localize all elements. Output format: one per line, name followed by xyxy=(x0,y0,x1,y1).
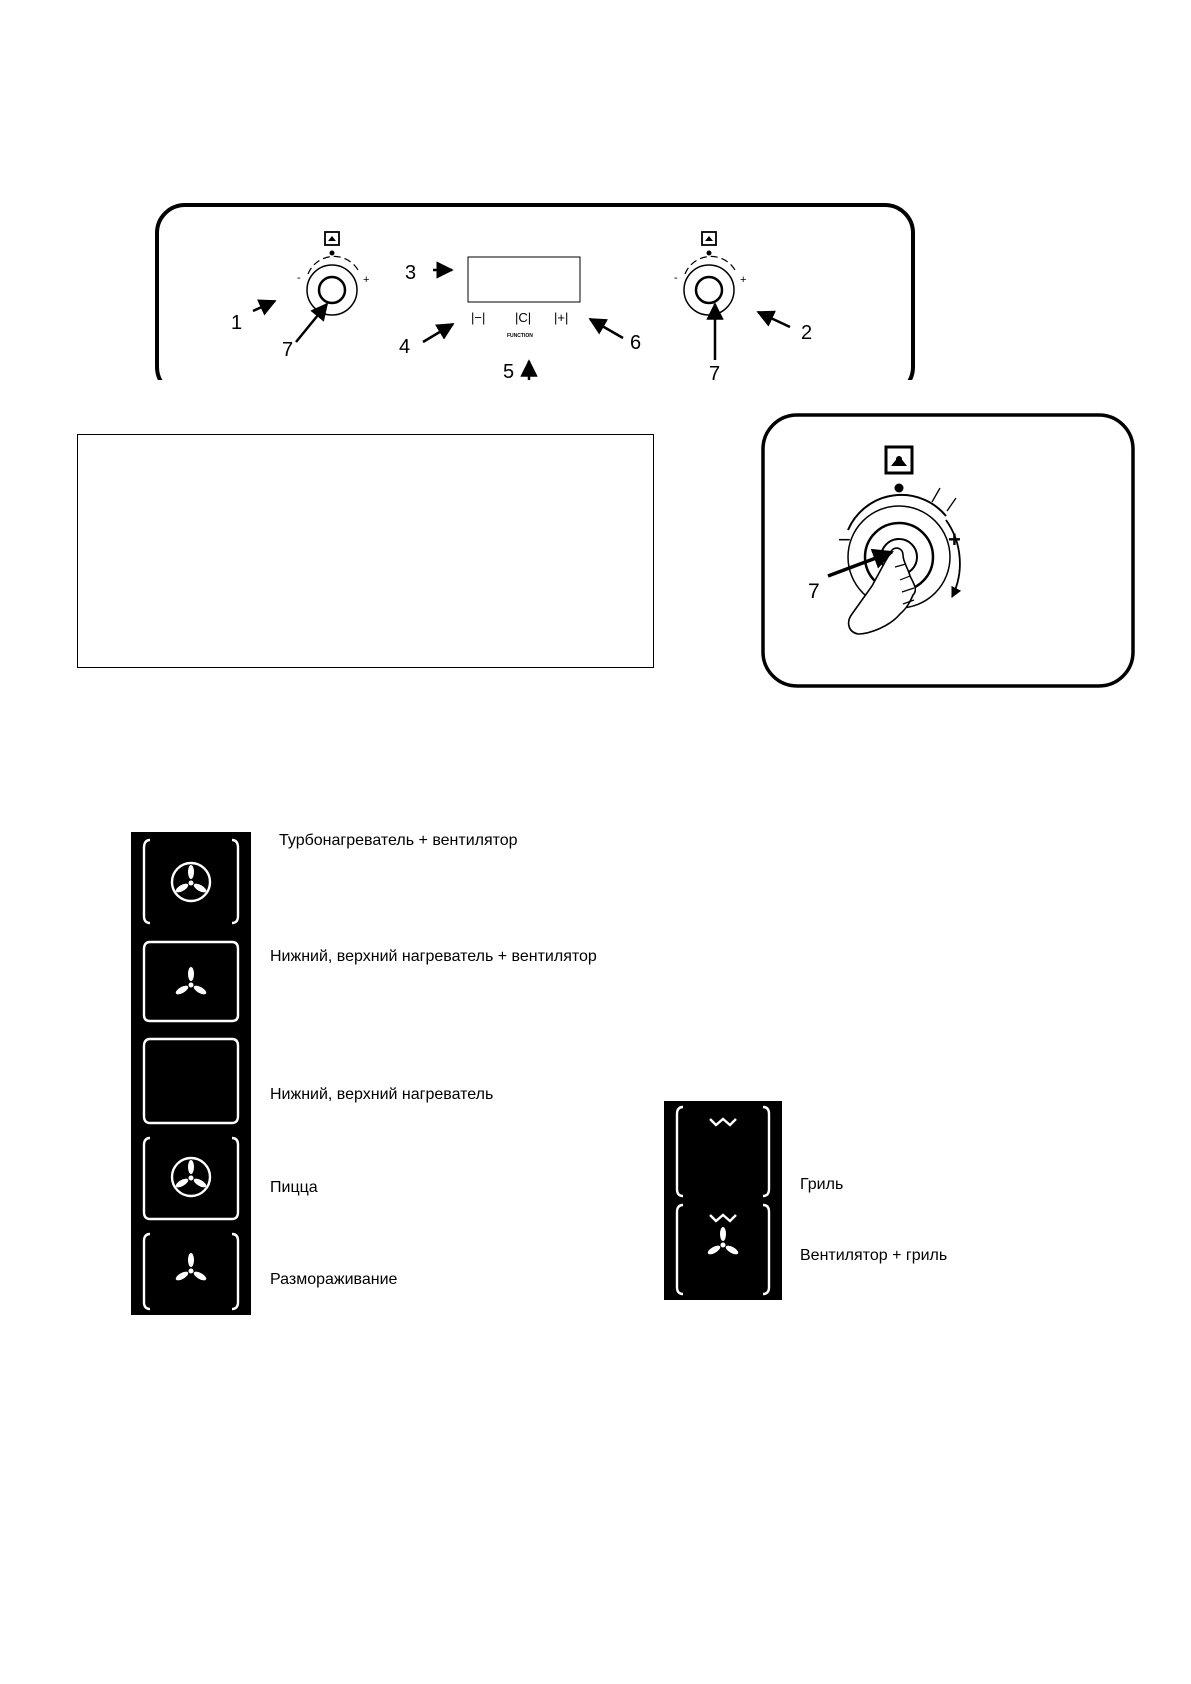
ring-fan-icon xyxy=(142,838,240,925)
callout-2: 2 xyxy=(801,322,812,344)
mode-icons-column-right xyxy=(664,1101,782,1300)
svg-text:-: - xyxy=(674,272,678,284)
svg-text:+: + xyxy=(740,274,746,286)
callout-1: 1 xyxy=(231,312,242,334)
empty-text-box xyxy=(77,434,654,668)
mode-label-top-bottom-fan: Нижний, верхний нагреватель + вентилятор xyxy=(270,948,597,965)
oven-icon xyxy=(884,445,914,475)
fan-icon xyxy=(142,940,240,1023)
panel-frame xyxy=(155,203,915,380)
mode-icons-column-left xyxy=(131,832,251,1315)
svg-text:+: + xyxy=(363,274,369,286)
callout-7-left: 7 xyxy=(282,339,293,361)
left-knob[interactable]: - + xyxy=(297,231,369,316)
fan-grill-icon xyxy=(675,1203,771,1296)
mode-label-grill: Гриль xyxy=(800,1176,844,1193)
svg-text:-: - xyxy=(297,272,301,284)
display-screen xyxy=(467,256,581,303)
oven-icon xyxy=(701,231,717,246)
plus-button[interactable]: |+| xyxy=(554,310,568,325)
control-panel-diagram: - + - + |−| |C| |+| FUNCTION 1 2 3 4 5 6… xyxy=(155,203,915,380)
callout-5: 5 xyxy=(503,361,514,380)
hand-icon xyxy=(847,547,917,635)
callout-3: 3 xyxy=(405,262,416,284)
mode-label-defrost: Размораживание xyxy=(270,1271,398,1288)
top-bottom-heater-icon xyxy=(142,1037,240,1125)
knob-zoom-inset: 7 − + xyxy=(761,413,1135,688)
callout-6: 6 xyxy=(630,332,641,354)
function-label[interactable]: FUNCTION xyxy=(507,333,533,339)
minus-button[interactable]: |−| xyxy=(471,310,485,325)
callout-7-right: 7 xyxy=(709,363,720,380)
minus-sign: − xyxy=(838,527,851,552)
right-knob[interactable]: - + xyxy=(674,231,746,316)
clock-button[interactable]: |C| xyxy=(515,310,531,325)
fan-icon xyxy=(142,1232,240,1311)
plus-sign: + xyxy=(948,527,961,552)
mode-label-top-bottom: Нижний, верхний нагреватель xyxy=(270,1086,494,1103)
mode-label-turbo: Турбонагреватель + вентилятор xyxy=(279,832,518,849)
callout-7: 7 xyxy=(808,580,820,603)
mode-label-fan-grill: Вентилятор + гриль xyxy=(800,1247,948,1264)
grill-icon xyxy=(675,1105,771,1198)
oven-icon xyxy=(324,231,340,246)
ring-fan-icon xyxy=(142,1136,240,1221)
callout-4: 4 xyxy=(399,336,410,358)
mode-label-pizza: Пицца xyxy=(270,1179,318,1196)
